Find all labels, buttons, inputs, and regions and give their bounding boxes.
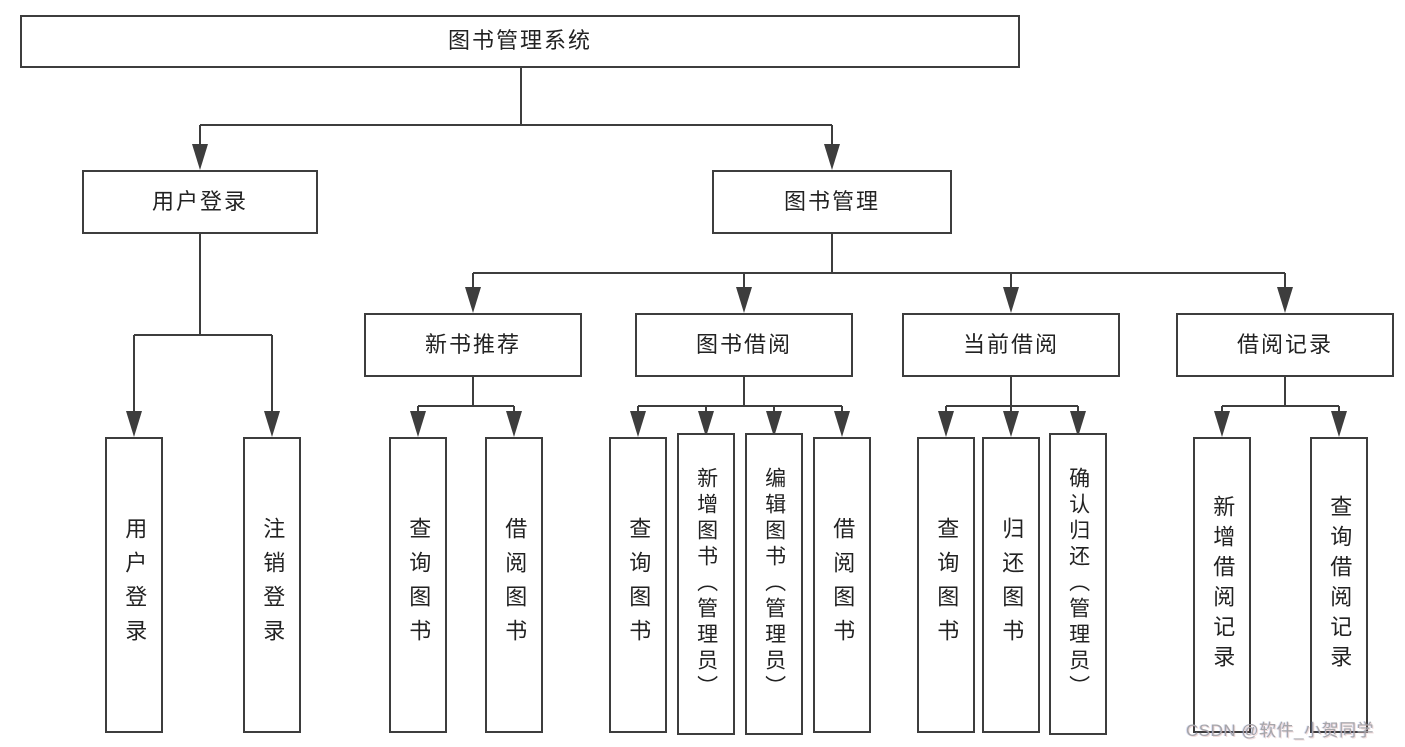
node-add-borrow-record: 新增借阅记录 — [1193, 437, 1251, 733]
node-user-login-module: 用户登录 — [82, 170, 318, 234]
arrow-icon — [506, 411, 522, 437]
node-book-management: 图书管理 — [712, 170, 952, 234]
node-query-borrow-record: 查询借阅记录 — [1310, 437, 1368, 733]
node-add-book-admin: 新增图书（管理员） — [677, 433, 735, 735]
arrow-icon — [1003, 287, 1019, 313]
arrow-icon — [698, 411, 714, 437]
arrow-icon — [1003, 411, 1019, 437]
node-logout: 注销登录 — [243, 437, 301, 733]
edge-recommend-branch — [417, 377, 515, 415]
arrowheads — [126, 144, 1347, 437]
node-current-borrowing: 当前借阅 — [902, 313, 1120, 377]
arrow-icon — [192, 144, 208, 170]
node-confirm-return-admin: 确认归还（管理员） — [1049, 433, 1107, 735]
csdn-watermark: CSDN @软件_小贺同学 — [1186, 721, 1375, 740]
arrow-icon — [766, 411, 782, 437]
node-root-system: 图书管理系统 — [20, 15, 1020, 68]
edge-root-branch — [199, 68, 833, 148]
edge-current-branch — [945, 377, 1079, 415]
arrow-icon — [1214, 411, 1230, 437]
arrow-icon — [834, 411, 850, 437]
arrow-icon — [824, 144, 840, 170]
node-user-login: 用户登录 — [105, 437, 163, 733]
node-query-books-recommend: 查询图书 — [389, 437, 447, 733]
node-borrow-books-recommend: 借阅图书 — [485, 437, 543, 733]
edge-borrowing-branch — [637, 377, 843, 415]
arrow-icon — [938, 411, 954, 437]
node-query-books-current: 查询图书 — [917, 437, 975, 733]
arrow-icon — [264, 411, 280, 437]
node-borrowing-records: 借阅记录 — [1176, 313, 1394, 377]
node-edit-book-admin: 编辑图书（管理员） — [745, 433, 803, 735]
node-new-book-recommendation: 新书推荐 — [364, 313, 582, 377]
arrow-icon — [126, 411, 142, 437]
node-book-borrowing: 图书借阅 — [635, 313, 853, 377]
node-borrow-books-borrowing: 借阅图书 — [813, 437, 871, 733]
node-return-book: 归还图书 — [982, 437, 1040, 733]
arrow-icon — [1331, 411, 1347, 437]
arrow-icon — [1070, 411, 1086, 437]
arrow-icon — [736, 287, 752, 313]
edge-user-login-branch — [133, 234, 273, 415]
arrow-icon — [630, 411, 646, 437]
arrow-icon — [1277, 287, 1293, 313]
edge-records-branch — [1221, 377, 1340, 415]
arrow-icon — [410, 411, 426, 437]
arrow-icon — [465, 287, 481, 313]
edge-book-mgmt-branch — [472, 234, 1286, 291]
node-query-books-borrowing: 查询图书 — [609, 437, 667, 733]
